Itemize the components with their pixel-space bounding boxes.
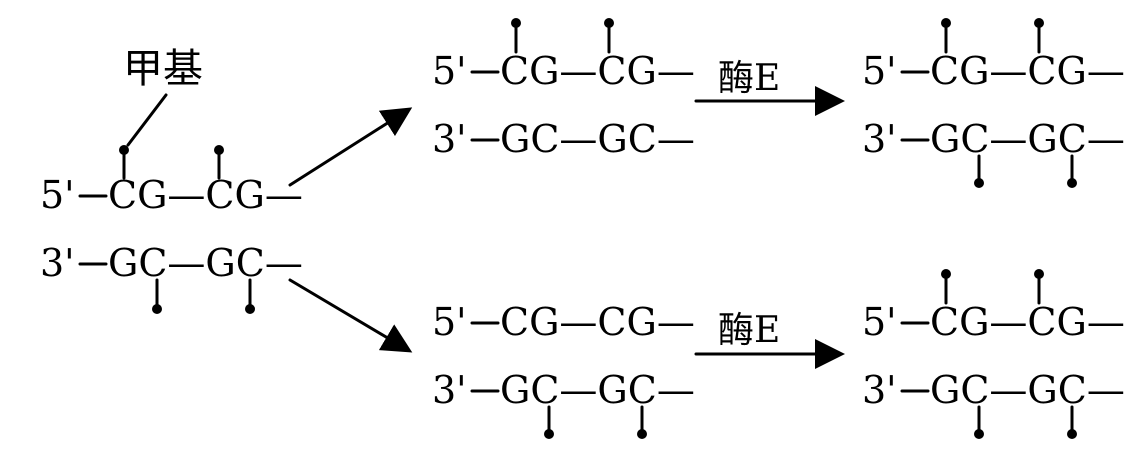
lower-enzyme-label: 酶E [718, 310, 780, 351]
lower-product-bottom-methyl-2 [1067, 405, 1077, 439]
parent-bottom-prime: 3' [40, 241, 75, 285]
upper-daughter-top-seq: CG—CG— [500, 49, 695, 93]
lower-daughter-top-seq: CG—CG— [500, 300, 695, 344]
parent-bottom-methyl-1 [152, 278, 162, 314]
lower-daughter-bottom-methyl-2 [637, 405, 647, 439]
lower-daughter-dna: 5' CG—CG— 3' GC—GC— [432, 300, 695, 439]
upper-product-bottom-seq: GC—GC— [930, 117, 1125, 161]
upper-product-dna: 5' CG—CG— 3' GC—GC— [862, 18, 1125, 188]
upper-daughter-dna: 5' CG—CG— 3' GC—GC— [432, 18, 695, 161]
lower-daughter-bottom-prime: 3' [432, 368, 467, 412]
lower-product-bottom-seq: GC—GC— [930, 368, 1125, 412]
lower-product-bottom-prime: 3' [862, 368, 897, 412]
lower-daughter-bottom-seq: GC—GC— [500, 368, 695, 412]
methyl-label: 甲基 [123, 46, 203, 92]
methyl-pointer-line [126, 93, 168, 147]
lower-daughter-bottom-methyl-1 [544, 405, 554, 439]
lower-product-dna: 5' CG—CG— 3' GC—GC— [862, 269, 1125, 439]
upper-enzyme-label: 酶E [718, 58, 780, 99]
upper-daughter-top-methyl-1 [511, 18, 521, 54]
lower-product-top-methyl-1 [941, 269, 951, 305]
upper-product-bottom-prime: 3' [862, 117, 897, 161]
lower-daughter-top-prime: 5' [432, 300, 467, 344]
upper-product-top-seq: CG—CG— [930, 49, 1125, 93]
parent-bottom-seq: GC—GC— [108, 241, 303, 285]
parent-top-prime: 5' [40, 173, 75, 217]
lower-product-top-methyl-2 [1034, 269, 1044, 305]
parent-top-seq: CG—CG— [108, 173, 303, 217]
branch-arrow-down [288, 278, 413, 353]
upper-daughter-bottom-seq: GC—GC— [500, 117, 695, 161]
parent-top-methyl-2 [214, 145, 224, 180]
upper-product-bottom-methyl-2 [1067, 154, 1077, 188]
upper-product-top-prime: 5' [862, 49, 897, 93]
lower-product-bottom-methyl-1 [974, 405, 984, 439]
upper-daughter-top-methyl-2 [604, 18, 614, 54]
parent-top-methyl-1 [119, 145, 129, 180]
lower-product-top-seq: CG—CG— [930, 300, 1125, 344]
upper-product-top-methyl-2 [1034, 18, 1044, 54]
parent-bottom-methyl-2 [245, 278, 255, 314]
branch-arrow-up [288, 107, 413, 187]
lower-product-top-prime: 5' [862, 300, 897, 344]
upper-product-bottom-methyl-1 [974, 154, 984, 188]
upper-daughter-top-prime: 5' [432, 49, 467, 93]
upper-daughter-bottom-prime: 3' [432, 117, 467, 161]
parent-dna: 5' CG—CG— 3' GC—GC— [40, 145, 303, 314]
upper-product-top-methyl-1 [941, 18, 951, 54]
